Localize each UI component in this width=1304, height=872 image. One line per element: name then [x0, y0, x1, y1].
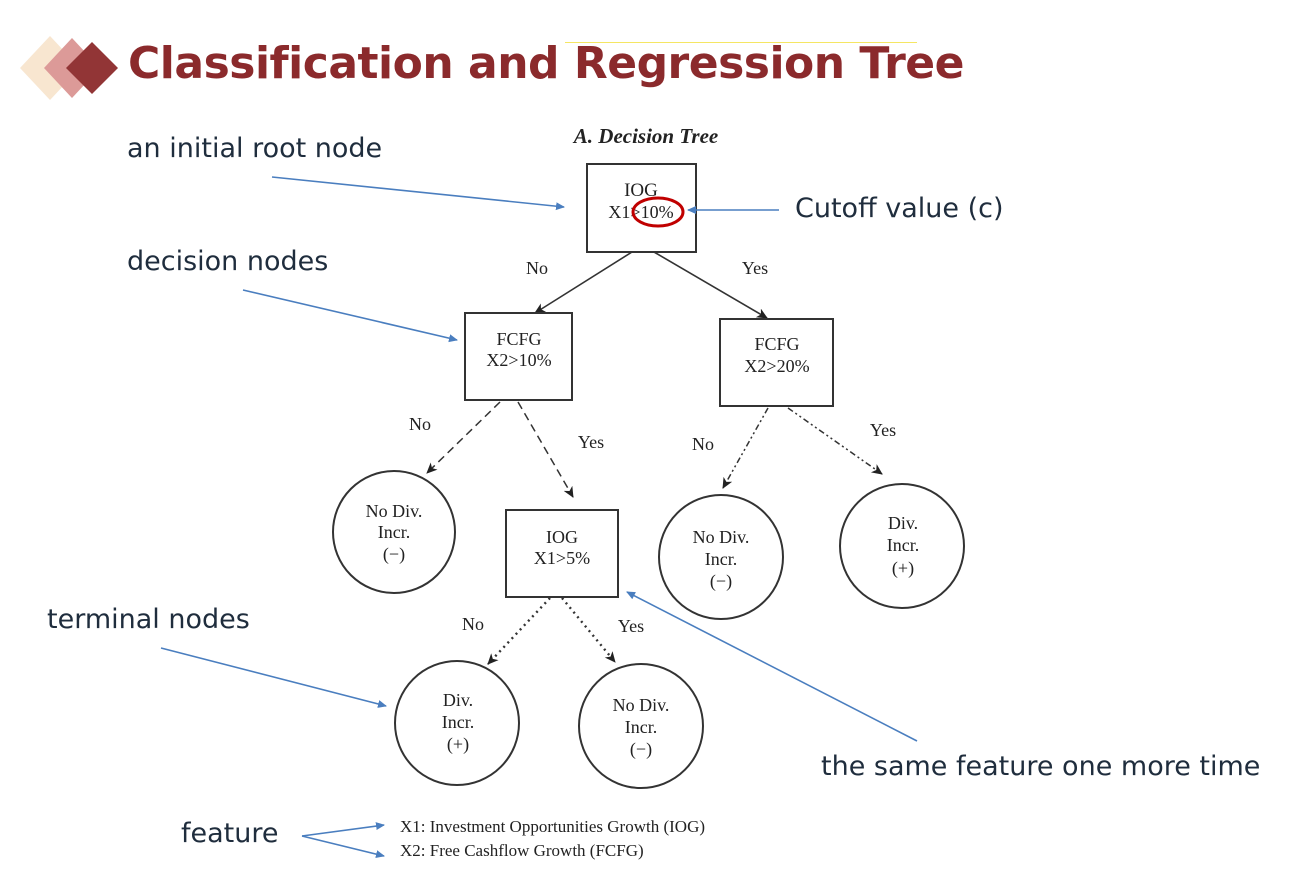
- node-label-line2: X2>20%: [744, 356, 809, 376]
- edge-label-left-yes: Yes: [578, 432, 604, 452]
- figure-caption: A. Decision Tree: [572, 124, 718, 148]
- node-circle: [839, 483, 965, 609]
- edge-inner-yes: [561, 597, 616, 663]
- node-circle: [658, 494, 784, 620]
- terminal-node-right-left: No Div. Incr. (−): [658, 494, 784, 620]
- terminal-node-left-left: No Div. Incr. (−): [332, 470, 456, 594]
- annotation-feature: feature: [181, 818, 279, 849]
- node-label-line2: X1>5%: [534, 548, 590, 568]
- node-box: [505, 509, 619, 598]
- edge-label-inner-no: No: [462, 614, 484, 634]
- edge-root-no: [534, 251, 633, 314]
- decision-node-inner: IOG X1>5%: [505, 509, 619, 598]
- node-label-line1: No Div.: [366, 501, 423, 521]
- node-label-line3: (−): [710, 571, 732, 592]
- node-label-line1: Div.: [888, 513, 918, 533]
- edge-label-right-yes: Yes: [870, 420, 896, 440]
- title-underline-accent: [565, 42, 917, 43]
- node-box: [719, 318, 834, 407]
- decision-node-right: FCFG X2>20%: [719, 318, 834, 407]
- edge-label-root-no: No: [526, 258, 548, 278]
- node-label-line1: IOG: [624, 180, 658, 201]
- arrow-decision-nodes: [242, 289, 458, 343]
- arrow-feature-x2: [301, 835, 385, 858]
- arrow-root-node: [271, 176, 565, 211]
- node-label-line1: FCFG: [754, 334, 799, 354]
- edge-inner-no: [487, 597, 551, 665]
- node-label-line3: (+): [447, 734, 469, 755]
- node-box: [464, 312, 573, 401]
- tree-edges: [426, 251, 883, 665]
- node-label-line2: Incr.: [625, 717, 657, 737]
- node-label-line3: (−): [630, 739, 652, 760]
- node-label-line1: Div.: [443, 690, 473, 710]
- node-label-line1: No Div.: [613, 695, 670, 715]
- node-circle: [578, 663, 704, 789]
- edge-right-no: [722, 407, 769, 489]
- node-label-line2: Incr.: [378, 522, 410, 542]
- cutoff-highlight-ellipse: [631, 196, 685, 228]
- legend-x2: X2: Free Cashflow Growth (FCFG): [400, 841, 644, 860]
- edge-right-yes: [787, 407, 883, 475]
- annotation-root-node: an initial root node: [127, 133, 383, 164]
- terminal-node-inner-right: No Div. Incr. (−): [578, 663, 704, 789]
- decision-node-root: IOG X1>10%: [586, 163, 697, 253]
- node-box: [586, 163, 697, 253]
- terminal-node-inner-left: Div. Incr. (+): [394, 660, 520, 786]
- node-label-line1: IOG: [546, 527, 578, 547]
- arrow-terminal-nodes: [160, 647, 387, 708]
- decision-node-left: FCFG X2>10%: [464, 312, 573, 401]
- node-label-line2: Incr.: [705, 549, 737, 569]
- edge-left-no: [426, 401, 501, 474]
- edge-labels: No Yes No Yes No Yes No Yes: [409, 258, 896, 636]
- arrow-feature-x1: [301, 822, 385, 837]
- node-circle: [394, 660, 520, 786]
- node-label-line3: (−): [383, 544, 405, 565]
- arrow-same-feature: [626, 591, 918, 742]
- annotation-same-feature: the same feature one more time: [821, 751, 1261, 782]
- annotation-decision-nodes: decision nodes: [127, 246, 329, 277]
- edge-label-right-no: No: [692, 434, 714, 454]
- diamond-dark-icon: [66, 42, 118, 94]
- annotation-terminal-nodes: terminal nodes: [47, 604, 250, 635]
- node-label-line2: X2>10%: [486, 350, 551, 370]
- terminal-node-right-right: Div. Incr. (+): [839, 483, 965, 609]
- edge-label-root-yes: Yes: [742, 258, 768, 278]
- edge-label-left-no: No: [409, 414, 431, 434]
- node-label-line2: X1>10%: [608, 202, 673, 222]
- node-label-line2: Incr.: [442, 712, 474, 732]
- node-label-line3: (+): [892, 558, 914, 579]
- edge-left-yes: [517, 401, 574, 498]
- annotation-arrows: [160, 176, 918, 858]
- slide-title: Classification and Regression Tree: [128, 38, 965, 89]
- node-label-line1: FCFG: [496, 329, 541, 349]
- legend-x1: X1: Investment Opportunities Growth (IOG…: [400, 817, 705, 836]
- node-label-line1: No Div.: [693, 527, 750, 547]
- edge-root-yes: [653, 251, 768, 319]
- logo-diamonds: [20, 36, 118, 100]
- node-circle: [332, 470, 456, 594]
- edge-label-inner-yes: Yes: [618, 616, 644, 636]
- annotation-cutoff-value: Cutoff value (c): [795, 193, 1004, 224]
- node-label-line2: Incr.: [887, 535, 919, 555]
